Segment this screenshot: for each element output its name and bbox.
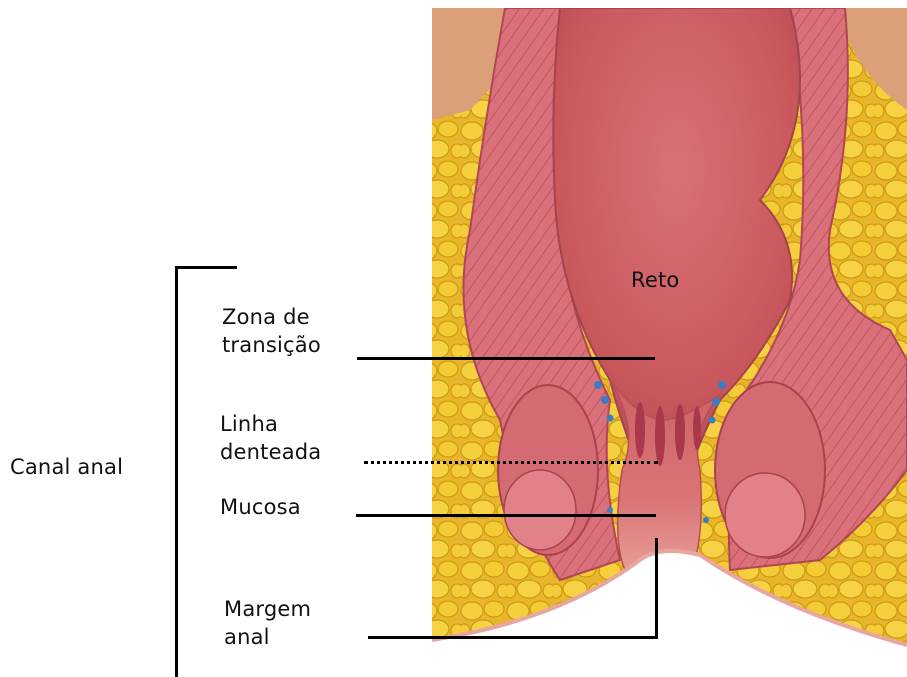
label-linha-denteada-line1: Linha	[220, 410, 321, 438]
right-sphincter-lower	[725, 473, 805, 557]
left-sphincter-lower	[504, 470, 576, 550]
label-canal-anal: Canal anal	[10, 453, 123, 481]
label-zona-de-transicao-line2: de	[283, 305, 310, 329]
label-zona-de-transicao-line3: transição	[222, 331, 321, 359]
label-margem-anal: Margem anal	[224, 595, 311, 651]
bracket-vertical	[175, 266, 178, 677]
label-mucosa: Mucosa	[220, 493, 301, 521]
bracket-top	[175, 266, 237, 269]
pointer-margem-anal-vertical	[655, 538, 658, 639]
label-margem-anal-line1: Margem	[224, 595, 311, 623]
label-reto: Reto	[631, 266, 679, 294]
pointer-mucosa	[356, 514, 656, 517]
label-zona-de-transicao-line1: Zona	[222, 305, 276, 329]
label-linha-denteada: Linha denteada	[220, 410, 321, 466]
pointer-linha-denteada	[364, 461, 658, 464]
label-zona-de-transicao: Zona de transição	[222, 303, 321, 359]
pointer-margem-anal-horizontal	[368, 636, 658, 639]
label-linha-denteada-line2: denteada	[220, 438, 321, 466]
pointer-zona-de-transicao	[357, 357, 655, 360]
label-margem-anal-line2: anal	[224, 623, 311, 651]
